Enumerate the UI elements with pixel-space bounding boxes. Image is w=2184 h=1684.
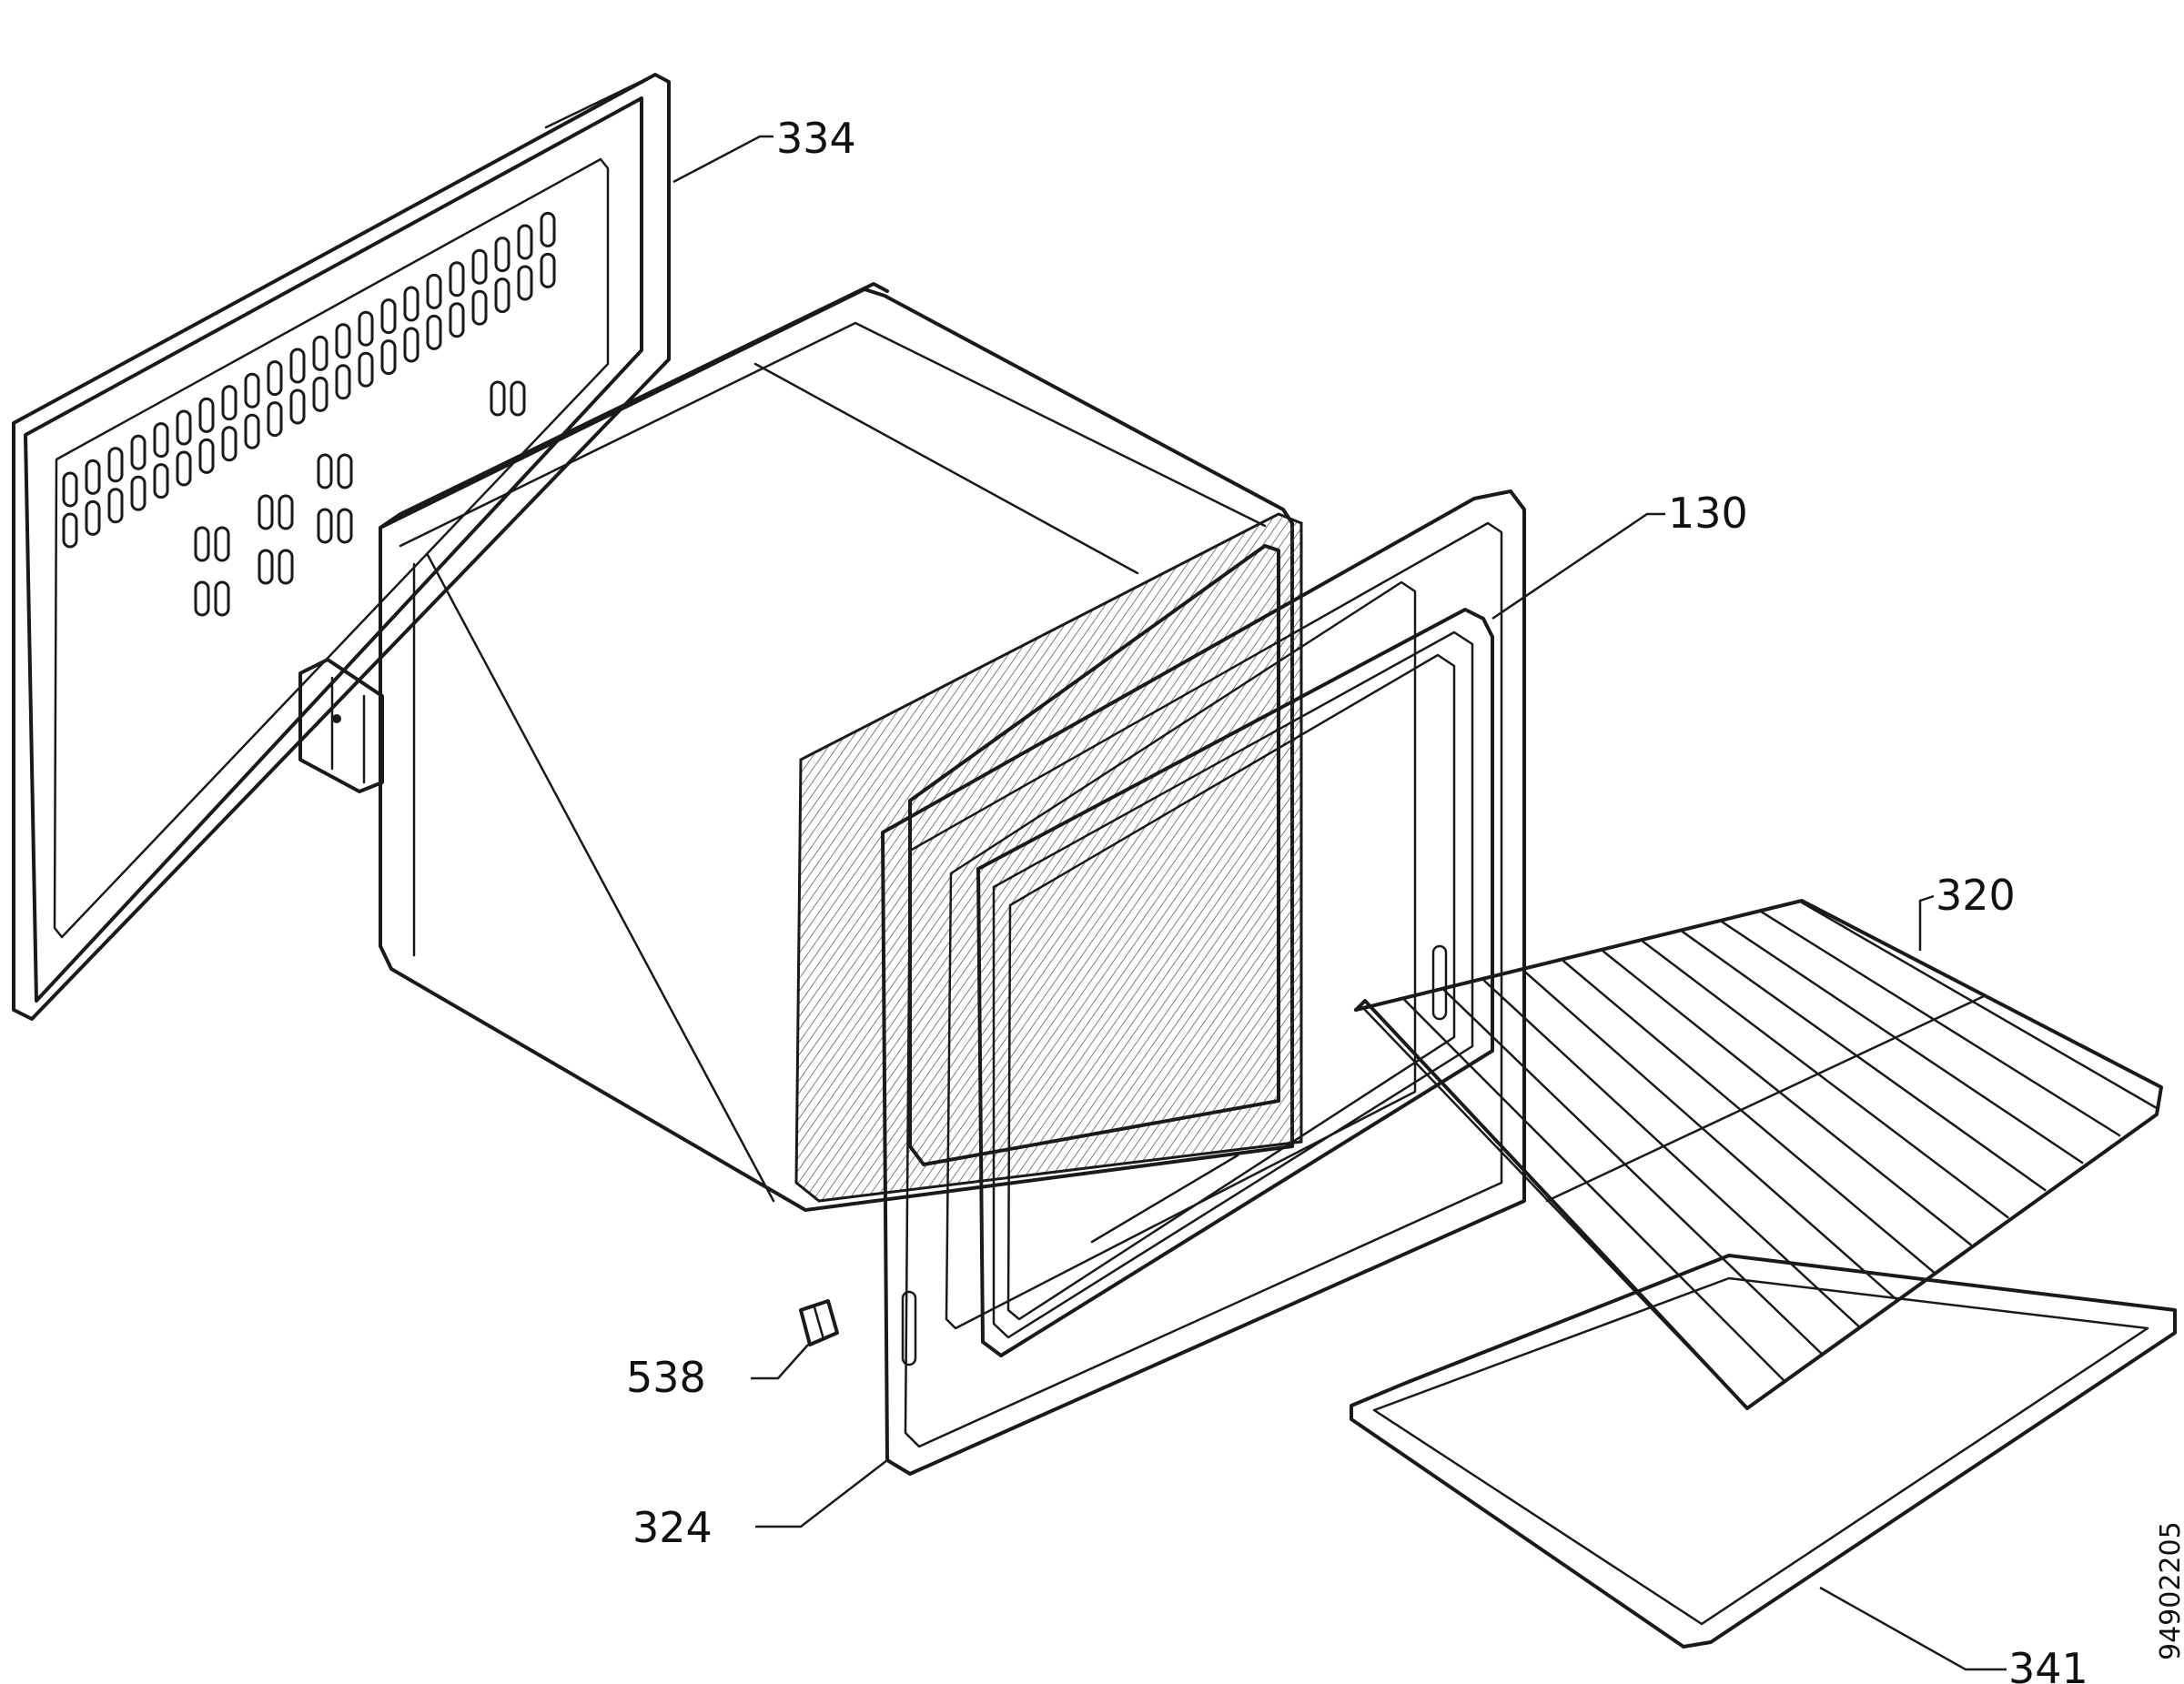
callout-130: 130 <box>1668 489 1748 538</box>
shelf-wire <box>1800 901 2159 1110</box>
vent-slot <box>221 426 238 462</box>
front-frame-324 <box>881 489 1526 1476</box>
vent-slot <box>62 512 78 549</box>
vent-slot <box>312 335 329 371</box>
vent-slot <box>358 310 374 347</box>
baking-tray-341 <box>1350 1254 2177 1649</box>
vent-slot <box>510 380 526 417</box>
callout-334: 334 <box>776 114 856 163</box>
shelf-wire <box>1562 960 1935 1274</box>
vent-slot <box>198 438 215 474</box>
vent-slot <box>107 447 124 483</box>
vent-slot <box>335 364 351 400</box>
vent-slot <box>176 409 192 446</box>
vent-slot <box>267 360 283 397</box>
vent-slot <box>153 463 169 499</box>
vent-slot <box>540 211 556 247</box>
vent-slot <box>244 413 260 449</box>
vent-slot <box>289 388 306 425</box>
rear-panel-334 <box>12 73 671 1021</box>
vent-slot <box>130 434 147 470</box>
oven-cavity <box>298 282 1303 1212</box>
vent-slot <box>267 401 283 438</box>
vent-slot <box>176 450 192 487</box>
vent-slot <box>494 237 511 273</box>
vent-slot <box>403 286 420 322</box>
vent-slot <box>130 475 147 511</box>
vent-slot <box>107 488 124 524</box>
shelf-crossbar <box>1545 994 1986 1203</box>
shelf-wire <box>1602 950 1972 1246</box>
ventilation-slots <box>62 211 556 617</box>
shelf-wire <box>1363 1008 1749 1410</box>
vent-slot <box>490 380 506 417</box>
vent-slot <box>198 397 215 433</box>
leader-320 <box>1918 894 1935 951</box>
vent-slot <box>337 453 353 489</box>
vent-slot <box>471 289 488 326</box>
shelf-wire <box>1681 930 2047 1192</box>
vent-slot <box>471 248 488 285</box>
vent-slot <box>335 323 351 359</box>
shelf-wire <box>1761 911 2121 1137</box>
leader-538 <box>751 1344 809 1380</box>
vent-slot <box>517 265 533 301</box>
shelf-wire <box>1482 979 1860 1328</box>
vent-slot <box>194 580 210 617</box>
callout-320: 320 <box>1936 871 2016 920</box>
callout-538: 538 <box>626 1353 706 1402</box>
vent-slot <box>540 252 556 288</box>
leader-lines <box>672 135 2007 1671</box>
vent-slot <box>85 459 101 495</box>
shelf-wire <box>1443 989 1824 1356</box>
vent-slot <box>289 348 306 384</box>
vent-slot <box>317 508 333 544</box>
callout-324: 324 <box>632 1503 713 1552</box>
vent-slot <box>244 372 260 408</box>
vent-slot <box>258 549 274 585</box>
vent-slot <box>517 224 533 260</box>
vent-slot <box>358 351 374 388</box>
vent-slot <box>153 422 169 459</box>
vent-slot <box>426 273 442 309</box>
vent-slot <box>494 277 511 314</box>
leader-324 <box>755 1459 888 1528</box>
leader-341 <box>1819 1586 2007 1671</box>
vent-slot <box>380 339 397 376</box>
shelf-wires <box>1363 901 2159 1410</box>
callout-341: 341 <box>2008 1644 2088 1684</box>
document-number: 94902205 <box>2155 1521 2184 1660</box>
vent-slot <box>312 376 329 412</box>
vent-slot <box>62 471 78 508</box>
vent-slot <box>258 494 274 530</box>
wire-shelf-320 <box>1354 899 2163 1410</box>
leader-334 <box>672 135 774 184</box>
shelf-wire <box>1403 999 1786 1383</box>
vent-slot <box>194 526 210 562</box>
vent-slot <box>214 526 230 562</box>
vent-slot <box>317 453 333 489</box>
leader-130 <box>1491 512 1665 620</box>
shelf-wire <box>1721 921 2084 1165</box>
vent-slot <box>214 580 230 617</box>
vent-slot <box>278 549 294 585</box>
vent-slot <box>278 494 294 530</box>
shelf-wire <box>1522 969 1897 1301</box>
clip-538 <box>799 1299 839 1346</box>
vent-slot <box>449 302 465 338</box>
vent-slot <box>221 385 238 421</box>
vent-slot <box>85 499 101 536</box>
vent-slot <box>403 327 420 363</box>
vent-slot <box>380 298 397 335</box>
vent-slot <box>426 314 442 350</box>
shelf-wire <box>1642 940 2009 1219</box>
vent-slot <box>449 261 465 297</box>
side-bracket <box>298 658 384 793</box>
vent-slot <box>337 508 353 544</box>
door-seal-130 <box>976 608 1494 1357</box>
